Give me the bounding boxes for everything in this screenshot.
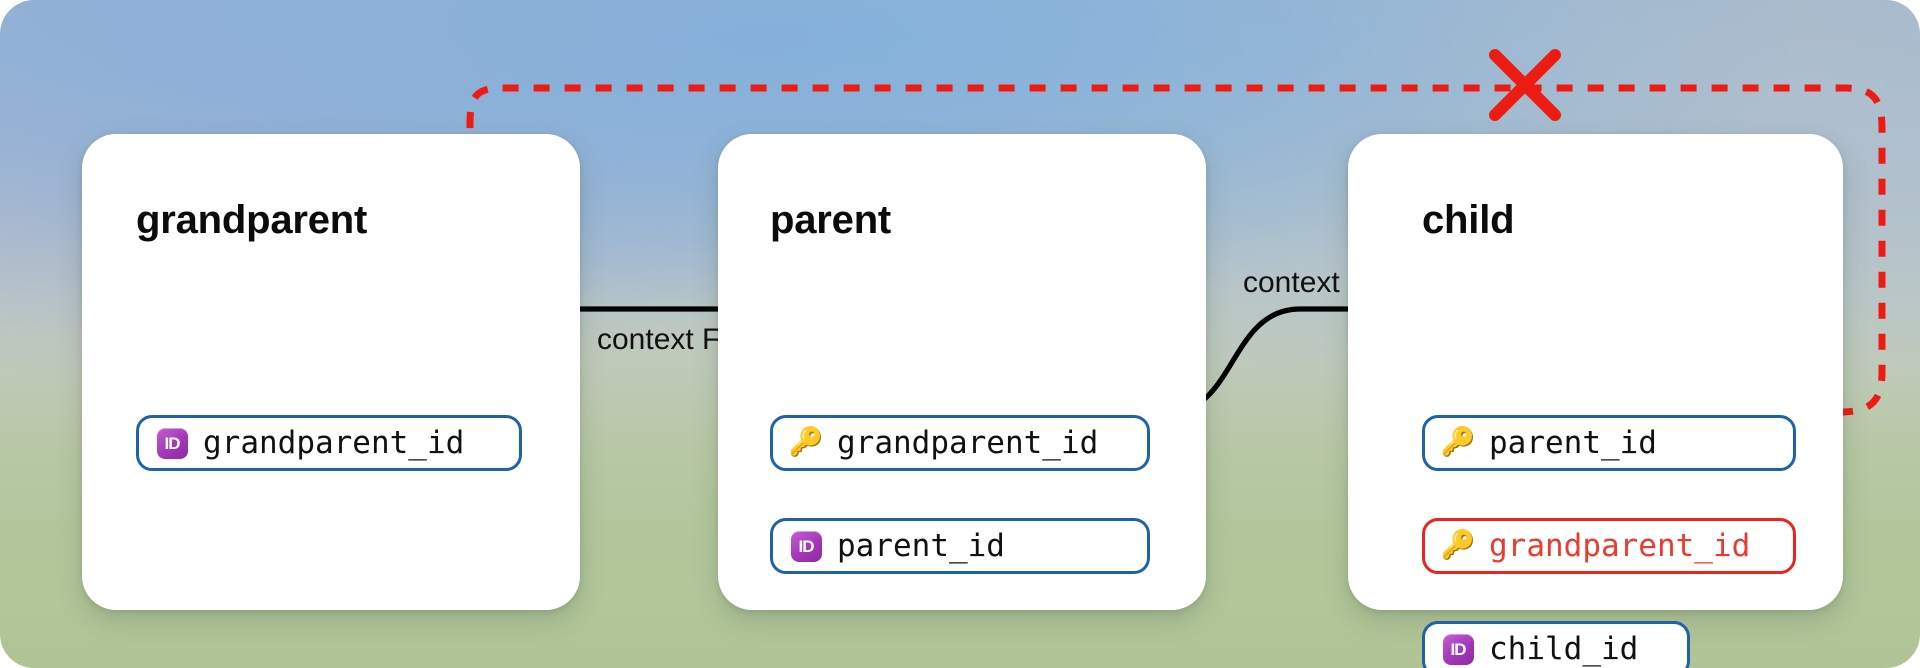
field-row-parent-grandparent-id[interactable]: 🔑 grandparent_id	[770, 415, 1150, 471]
table-title-child: child	[1422, 198, 1515, 242]
id-badge-text: ID	[164, 433, 181, 453]
field-row-child-parent-id[interactable]: 🔑 parent_id	[1422, 415, 1796, 471]
id-badge-icon: ID	[155, 426, 189, 460]
table-title-parent: parent	[770, 198, 892, 242]
field-label: grandparent_id	[203, 424, 465, 461]
field-label: parent_id	[1489, 424, 1657, 461]
id-badge-text: ID	[798, 536, 815, 556]
table-title-grandparent: grandparent	[136, 198, 368, 242]
table-card-grandparent[interactable]: grandparent ID grandparent_id	[82, 134, 580, 610]
field-label: grandparent_id	[837, 424, 1099, 461]
key-icon: 🔑	[1440, 426, 1476, 460]
key-glyph: 🔑	[788, 426, 824, 457]
edge-invalid-dashed	[466, 84, 1886, 416]
edge-label-parent-grandparent: context FK	[597, 323, 741, 356]
field-label: parent_id	[837, 527, 1005, 564]
x-mark-icon	[1489, 49, 1561, 121]
table-card-parent[interactable]: parent 🔑 grandparent_id ID parent_id	[718, 134, 1206, 610]
field-label: grandparent_id	[1489, 527, 1751, 564]
key-icon: 🔑	[1440, 529, 1476, 563]
key-icon: 🔑	[788, 426, 824, 460]
id-badge-text: ID	[1450, 639, 1467, 659]
id-badge-icon: ID	[789, 529, 823, 563]
field-row-child-grandparent-id-invalid[interactable]: 🔑 grandparent_id	[1422, 518, 1796, 574]
table-card-child[interactable]: child 🔑 parent_id 🔑 grandparent_id ID ch…	[1348, 134, 1843, 668]
key-glyph: 🔑	[1440, 426, 1476, 457]
field-row-grandparent-id[interactable]: ID grandparent_id	[136, 415, 522, 471]
key-glyph: 🔑	[1440, 529, 1476, 560]
field-row-child-child-id[interactable]: ID child_id	[1422, 621, 1690, 668]
field-label: child_id	[1489, 630, 1639, 667]
id-badge-icon: ID	[1441, 632, 1475, 666]
field-row-parent-parent-id[interactable]: ID parent_id	[770, 518, 1150, 574]
